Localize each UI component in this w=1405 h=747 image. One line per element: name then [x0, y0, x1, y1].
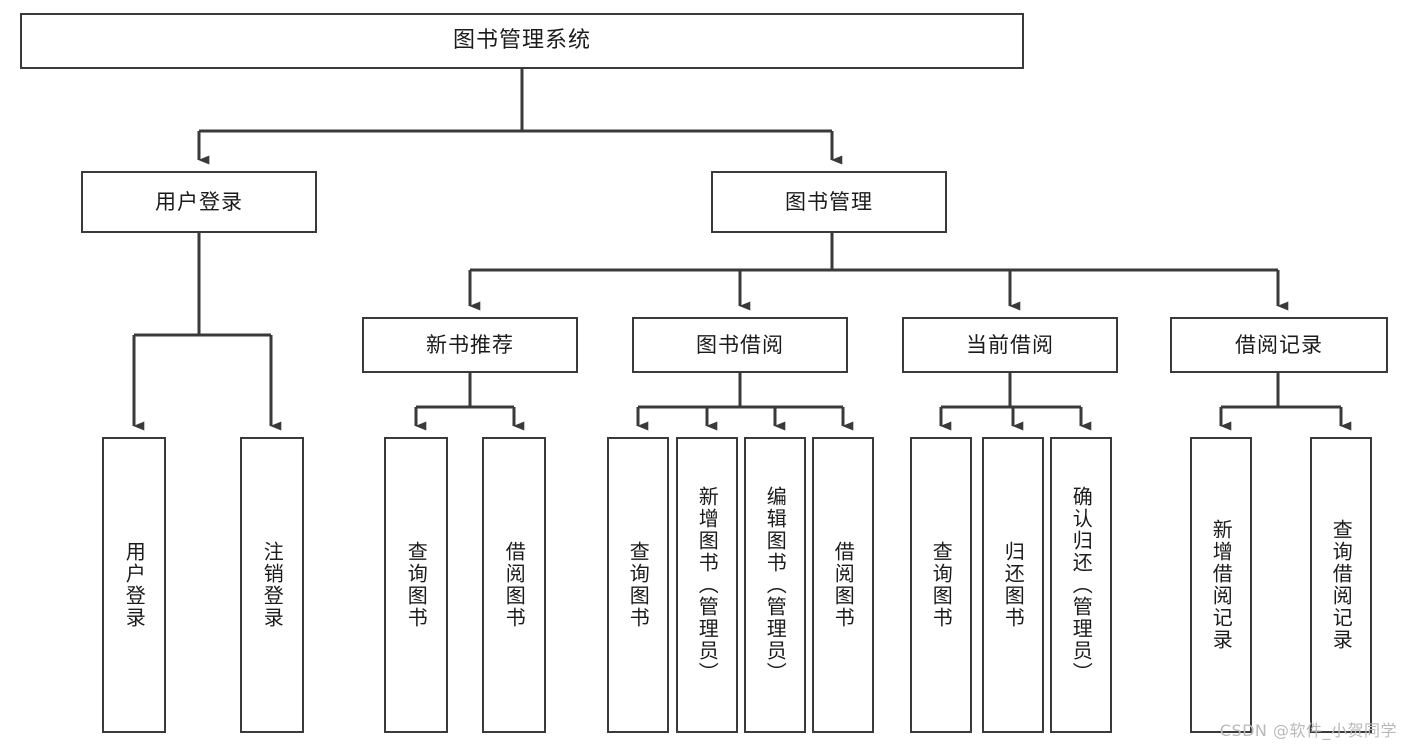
leaf-node[interactable]: 编辑图书（管理员） [744, 437, 806, 733]
node-root-system[interactable]: 图书管理系统 [20, 13, 1024, 69]
leaf-node-label: 查询图书 [626, 541, 651, 629]
node-borrow-record[interactable]: 借阅记录 [1170, 317, 1388, 373]
node-book-management-label: 图书管理 [785, 189, 873, 214]
leaf-node-label: 新增借阅记录 [1209, 519, 1234, 651]
leaf-node[interactable]: 确认归还（管理员） [1050, 437, 1112, 733]
leaf-node-label: 查询借阅记录 [1329, 519, 1354, 651]
leaf-node-label: 借阅图书 [831, 541, 856, 629]
node-book-management[interactable]: 图书管理 [711, 171, 947, 233]
leaf-node-label: 注销登录 [260, 541, 285, 629]
leaf-node-label: 归还图书 [1001, 541, 1026, 629]
leaf-node[interactable]: 查询图书 [910, 437, 972, 733]
leaf-node-label: 查询图书 [929, 541, 954, 629]
leaf-node[interactable]: 查询借阅记录 [1310, 437, 1372, 733]
node-new-book-recommend-label: 新书推荐 [426, 332, 514, 357]
node-new-book-recommend[interactable]: 新书推荐 [362, 317, 578, 373]
leaf-node-label: 确认归还（管理员） [1069, 486, 1094, 684]
node-current-borrow-label: 当前借阅 [966, 332, 1054, 357]
csdn-watermark: CSDN @软件_小贺同学 [1219, 721, 1397, 740]
leaf-node[interactable]: 查询图书 [607, 437, 669, 733]
leaf-node-label: 借阅图书 [502, 541, 527, 629]
node-user-login[interactable]: 用户登录 [81, 171, 317, 233]
leaf-node[interactable]: 借阅图书 [812, 437, 874, 733]
node-user-login-label: 用户登录 [155, 189, 243, 214]
leaf-node[interactable]: 新增图书（管理员） [676, 437, 738, 733]
leaf-node[interactable]: 借阅图书 [482, 437, 546, 733]
leaf-node[interactable]: 用户登录 [102, 437, 166, 733]
node-current-borrow[interactable]: 当前借阅 [902, 317, 1118, 373]
leaf-node[interactable]: 新增借阅记录 [1190, 437, 1252, 733]
node-book-borrow-label: 图书借阅 [696, 332, 784, 357]
leaf-node-label: 新增图书（管理员） [695, 486, 720, 684]
node-book-borrow[interactable]: 图书借阅 [632, 317, 848, 373]
leaf-node-label: 编辑图书（管理员） [763, 486, 788, 684]
leaf-node[interactable]: 查询图书 [384, 437, 448, 733]
leaf-node[interactable]: 归还图书 [982, 437, 1044, 733]
node-borrow-record-label: 借阅记录 [1235, 332, 1323, 357]
node-root-label: 图书管理系统 [452, 28, 591, 54]
leaf-node-label: 用户登录 [122, 541, 147, 629]
leaf-node[interactable]: 注销登录 [240, 437, 304, 733]
leaf-node-label: 查询图书 [404, 541, 429, 629]
